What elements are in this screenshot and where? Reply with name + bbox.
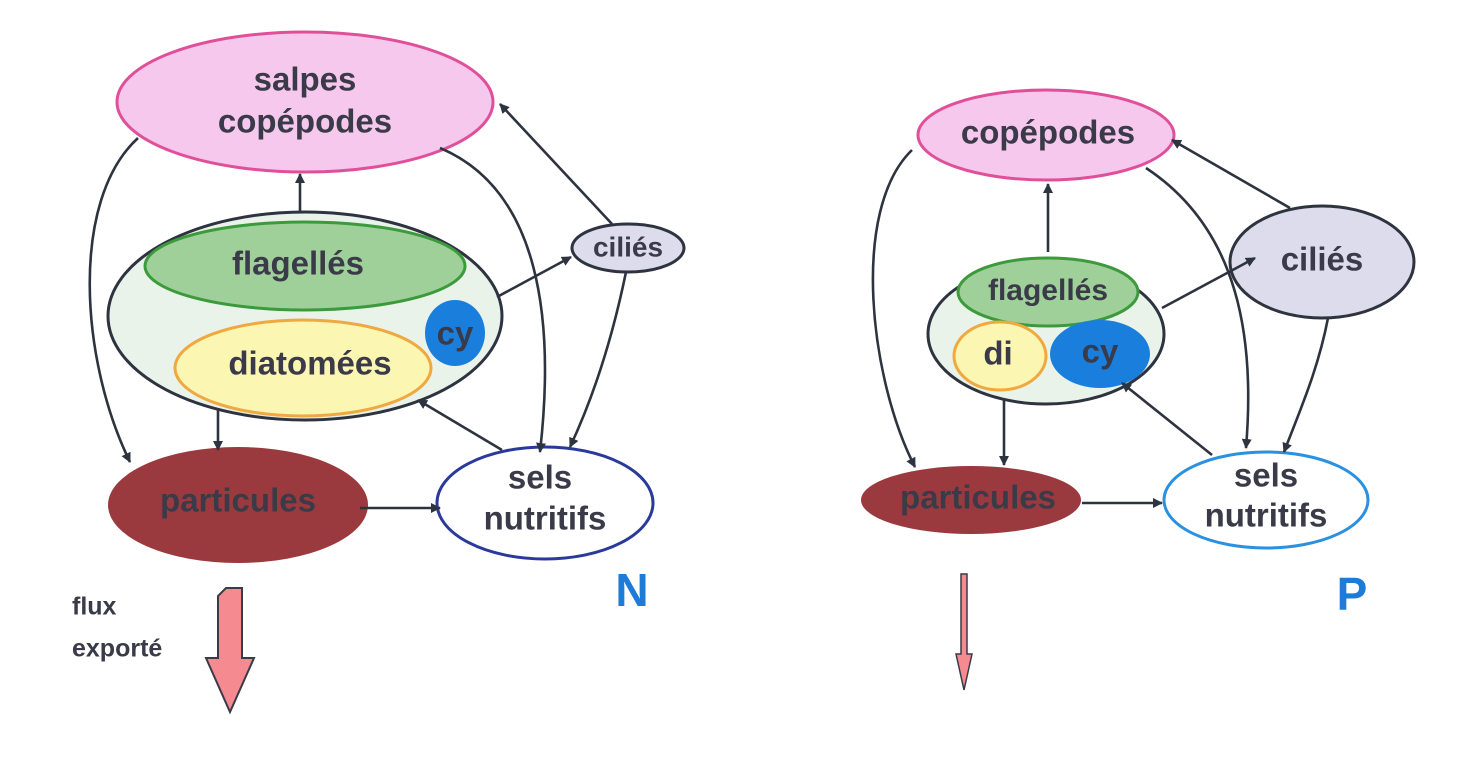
cilies-label: ciliés (593, 231, 663, 262)
copepodes-node-p (916, 88, 1176, 182)
salpes-copepodes-node (115, 30, 495, 174)
sels-label-p: sels (1234, 457, 1298, 494)
copepodes-label: copépodes (218, 103, 392, 140)
diatomees-label: diatomées (228, 345, 391, 382)
panel-n: salpes copépodes flagellés diatomées cy … (72, 30, 686, 715)
arrow-cilies-to-consumers (499, 103, 613, 225)
nutritifs-label-p: nutritifs (1205, 497, 1328, 534)
flagelles-node-p (956, 256, 1140, 328)
arrow-cilies-to-copepodes-p (1171, 138, 1291, 210)
arrow-cilies-to-sels (568, 271, 628, 448)
exporte-label: exporté (72, 635, 162, 663)
di-label-p: di (983, 335, 1012, 372)
cy-label-p: cy (1082, 333, 1119, 370)
sels-label: sels (508, 459, 572, 496)
export-flux-arrow-large (204, 587, 256, 715)
arrow-copepodes-to-sels-p (1145, 166, 1252, 449)
flagelles-label-p: flagellés (988, 274, 1108, 307)
export-flux-arrow-small (955, 573, 973, 691)
panel-label-n: N (615, 564, 648, 616)
sels-nutritifs-node-p (1162, 450, 1370, 550)
panel-p: copépodes flagellés di cy ciliés particu… (861, 88, 1416, 691)
particules-node-p (861, 466, 1081, 534)
arrow-consumers-to-particules (88, 137, 139, 463)
cilies-label-p: ciliés (1281, 241, 1364, 278)
arrow-cilies-to-sels-p (1282, 317, 1330, 453)
cy-node-p (1050, 320, 1150, 388)
arrow-phyto-to-cilies (496, 255, 572, 299)
particules-node (108, 447, 368, 563)
arrow-sels-to-phyto (417, 398, 503, 452)
nutritifs-label: nutritifs (484, 500, 607, 537)
salpes-label: salpes (254, 61, 357, 98)
arrow-consumers-to-sels (439, 146, 547, 453)
panel-label-p: P (1337, 568, 1368, 620)
cy-label: cy (437, 315, 474, 352)
particules-label-p: particules (900, 479, 1056, 516)
arrow-copepodes-to-particules-p (871, 149, 917, 468)
arrow-sels-to-phyto-p (1121, 381, 1213, 457)
particules-label: particules (160, 482, 316, 519)
di-node-p (952, 320, 1048, 392)
cilies-node-p (1228, 204, 1416, 320)
flagelles-label: flagellés (232, 245, 364, 282)
diatomees-node (173, 318, 433, 418)
copepodes-label-p: copépodes (961, 114, 1135, 151)
cilies-node (570, 222, 686, 274)
arrow-phyto-to-cilies-p (1161, 256, 1256, 310)
cy-node (425, 300, 485, 366)
flux-label: flux (72, 593, 117, 621)
flagelles-node (143, 220, 467, 312)
